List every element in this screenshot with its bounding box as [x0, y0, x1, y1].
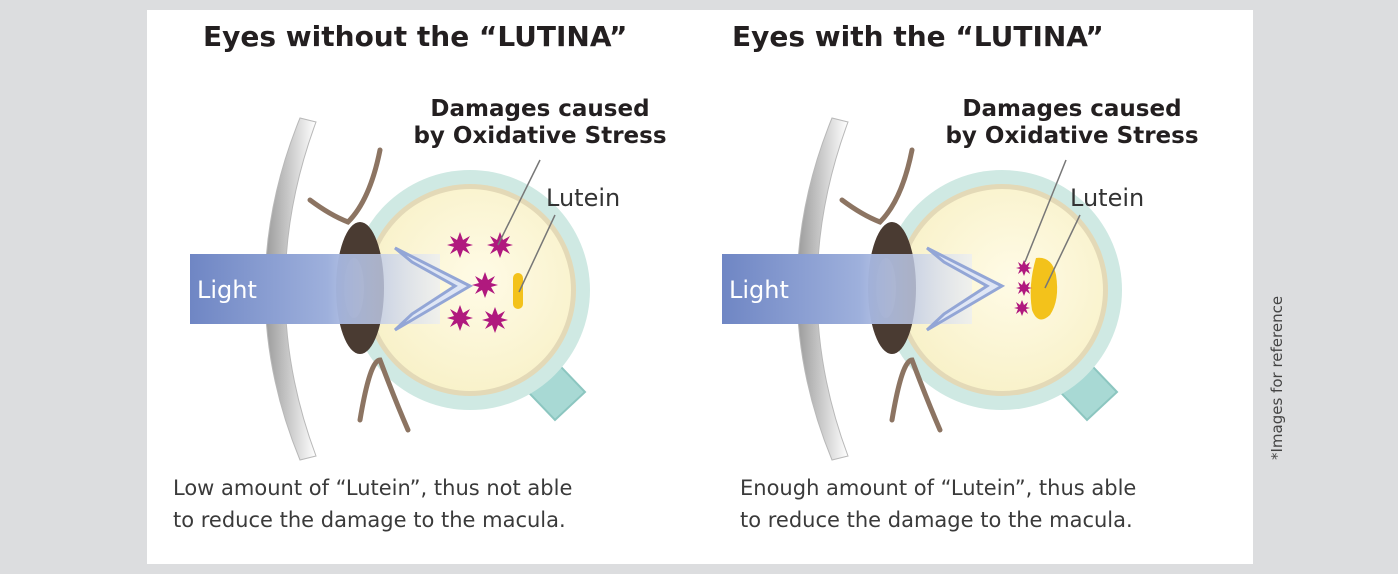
damage-label-left-line2: by Oxidative Stress — [413, 123, 666, 149]
reference-note: *Images for reference — [1268, 296, 1286, 460]
eye-left: Damages caused by Oxidative Stress Lutei… — [190, 96, 667, 460]
damage-label-right-line1: Damages caused — [962, 96, 1181, 122]
caption-with-line2: to reduce the damage to the macula. — [740, 504, 1136, 536]
damage-label-left-line1: Damages caused — [430, 96, 649, 122]
caption-with-line1: Enough amount of “Lutein”, thus able — [740, 472, 1136, 504]
eye-right: Damages caused by Oxidative Stress Lutei… — [722, 96, 1199, 460]
lutein-label-right: Lutein — [1070, 184, 1144, 212]
caption-with: Enough amount of “Lutein”, thus able to … — [740, 472, 1136, 536]
caption-without-line1: Low amount of “Lutein”, thus not able — [173, 472, 572, 504]
caption-without-line2: to reduce the damage to the macula. — [173, 504, 572, 536]
light-label-right: Light — [729, 276, 789, 304]
lutein-deposit-left — [513, 273, 523, 309]
light-label-left: Light — [197, 276, 257, 304]
eyelid-left — [310, 150, 380, 222]
eyelid-right — [842, 150, 912, 222]
caption-without: Low amount of “Lutein”, thus not able to… — [173, 472, 572, 536]
damage-label-right-line2: by Oxidative Stress — [945, 123, 1198, 149]
panel-title-with: Eyes with the “LUTINA” — [732, 20, 1104, 53]
lutein-label-left: Lutein — [546, 184, 620, 212]
